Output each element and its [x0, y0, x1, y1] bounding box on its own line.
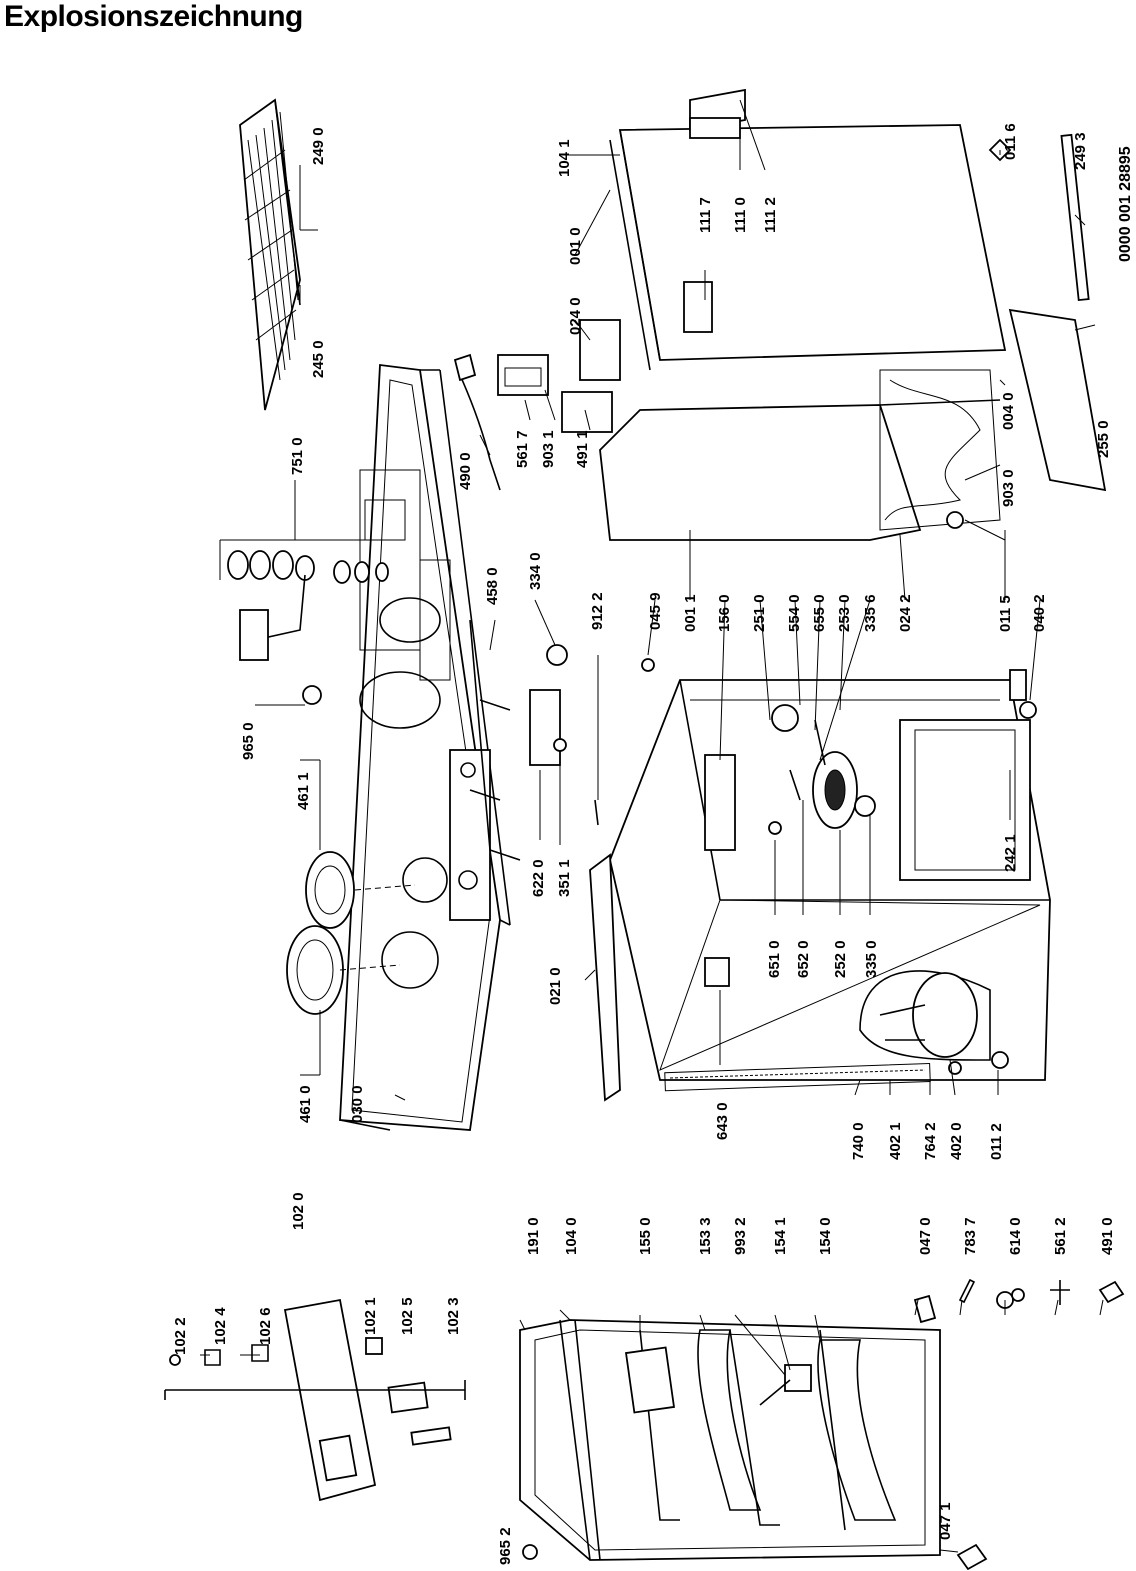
part-label: 643 0	[714, 1102, 731, 1140]
part-label: 154 1	[772, 1217, 789, 1255]
part-label: 191 0	[525, 1217, 542, 1255]
part-label: 047 1	[937, 1502, 954, 1540]
part-label: 912 2	[589, 592, 606, 630]
part-label: 554 0	[786, 594, 803, 632]
part-label: 111 2	[762, 197, 779, 233]
page-title: Explosionszeichnung	[4, 0, 303, 33]
part-label: 040 2	[1031, 594, 1048, 632]
part-label: 111 7	[697, 197, 714, 233]
part-label: 104 0	[563, 1217, 580, 1255]
part-label: 102 5	[399, 1297, 416, 1335]
part-label: 024 0	[567, 297, 584, 335]
thermostat-bracket	[469, 619, 599, 861]
hotplates	[286, 685, 416, 1015]
part-label: 249 3	[1072, 132, 1089, 170]
part-label: 652 0	[795, 940, 812, 978]
part-label: 903 0	[1000, 469, 1017, 507]
part-label: 461 1	[295, 772, 312, 810]
part-label: 458 0	[484, 567, 501, 605]
part-label: 242 1	[1002, 834, 1019, 872]
part-label: 102 3	[445, 1297, 462, 1335]
part-label: 561 7	[514, 430, 531, 468]
part-label: 156 0	[716, 594, 733, 632]
part-label: 622 0	[530, 859, 547, 897]
part-label: 155 0	[637, 1217, 654, 1255]
part-labels: 102 2 102 4 102 6 102 1 102 5 102 3 102 …	[172, 123, 1134, 1565]
part-label: 047 0	[917, 1217, 934, 1255]
part-label: 903 1	[540, 430, 557, 468]
part-label: 490 0	[457, 452, 474, 490]
part-label: 104 1	[556, 139, 573, 177]
document-number: 0000 001 28895	[1117, 146, 1134, 262]
side-panels	[579, 88, 1107, 541]
door-assembly	[519, 1278, 1125, 1571]
part-label: 102 4	[212, 1307, 229, 1345]
part-label: 245 0	[310, 340, 327, 378]
part-label: 965 2	[497, 1527, 514, 1565]
power-module	[453, 353, 613, 491]
part-label: 021 0	[547, 967, 564, 1005]
part-label: 561 2	[1052, 1217, 1069, 1255]
part-label: 655 0	[811, 594, 828, 632]
part-label: 011 6	[1002, 123, 1019, 160]
part-label: 011 2	[988, 1123, 1005, 1160]
part-label: 334 0	[527, 552, 544, 590]
part-label: 783 7	[962, 1217, 979, 1255]
part-label: 402 1	[887, 1122, 904, 1160]
part-label: 335 6	[862, 594, 879, 632]
part-label: 249 0	[310, 127, 327, 165]
part-label: 102 2	[172, 1317, 189, 1355]
part-label: 614 0	[1007, 1217, 1024, 1255]
part-label: 764 2	[922, 1122, 939, 1160]
part-label: 253 0	[836, 594, 853, 632]
part-label: 011 5	[997, 595, 1014, 632]
part-label: 153 3	[697, 1217, 714, 1255]
part-label: 024 2	[897, 594, 914, 632]
part-label: 102 1	[362, 1297, 379, 1335]
part-label: 402 0	[948, 1122, 965, 1160]
part-label: 111 0	[732, 197, 749, 233]
part-label: 030 0	[349, 1085, 366, 1123]
wire-shelf	[239, 98, 301, 411]
part-label: 154 0	[817, 1217, 834, 1255]
part-label: 461 0	[297, 1085, 314, 1123]
leader-lines	[200, 99, 1104, 1553]
door-panel-102	[164, 1298, 466, 1502]
part-label: 651 0	[766, 940, 783, 978]
part-label: 252 0	[832, 940, 849, 978]
part-label: 491 1	[574, 430, 591, 468]
part-label: 965 0	[240, 722, 257, 760]
part-label: 255 0	[1095, 420, 1112, 458]
main-cabinet	[589, 658, 1051, 1102]
part-label: 740 0	[850, 1122, 867, 1160]
control-knob-stack	[219, 539, 389, 661]
part-label: 004 0	[1000, 392, 1017, 430]
part-label: 102 6	[257, 1307, 274, 1345]
part-label: 993 2	[732, 1217, 749, 1255]
part-label: 751 0	[289, 437, 306, 475]
part-label: 251 0	[751, 594, 768, 632]
part-label: 102 0	[290, 1192, 307, 1230]
part-label: 491 0	[1099, 1217, 1116, 1255]
part-label: 351 1	[556, 859, 573, 897]
part-label: 001 1	[682, 594, 699, 632]
part-label: 335 0	[863, 940, 880, 978]
part-label: 045 9	[647, 592, 664, 630]
part-label: 001 0	[567, 227, 584, 265]
worktop-030	[339, 363, 511, 1131]
